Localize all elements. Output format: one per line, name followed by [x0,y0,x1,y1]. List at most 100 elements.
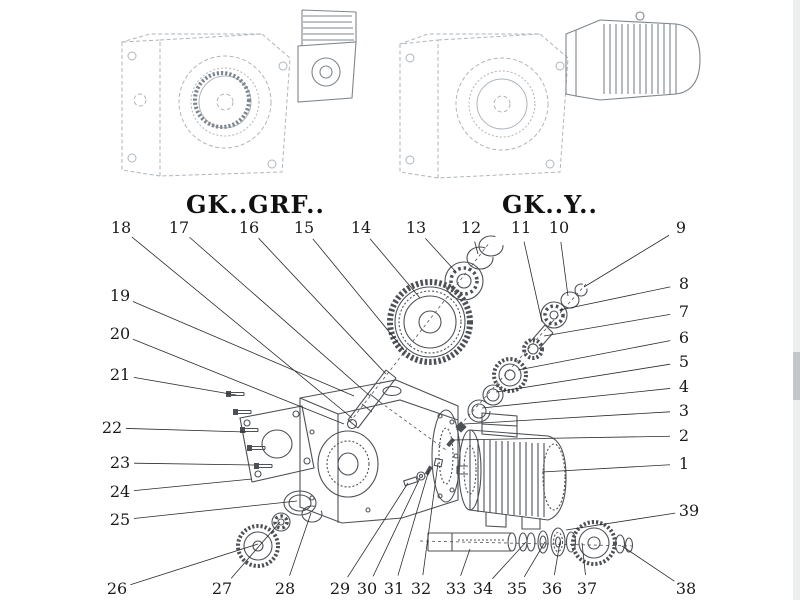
part-number-30: 30 [356,579,378,598]
leader-line-14 [370,239,420,298]
part-number-9: 9 [675,218,687,237]
part-number-21: 21 [109,365,131,384]
part-number-3: 3 [678,401,690,420]
leader-line-30 [373,478,420,576]
scrollbar-track[interactable] [793,0,800,600]
leader-line-18 [132,237,352,418]
part-number-8: 8 [678,274,690,293]
pinion-shaft [348,370,397,429]
leader-line-20 [133,339,344,424]
leader-line-27 [231,522,280,578]
leader-line-26 [130,544,258,585]
scrollbar-thumb[interactable] [793,352,800,400]
part-number-13: 13 [405,218,427,237]
leader-line-31 [398,470,429,576]
axis-line-input-shaft [455,284,586,431]
main-bearing [445,262,483,300]
leader-line-16 [259,238,386,374]
leader-line-34 [492,542,526,579]
model-label-gk-grf: GK..GRF.. [186,190,325,219]
output-shaft-assembly [428,522,633,564]
leader-line-12 [475,242,478,254]
y-motor [566,12,700,100]
leader-line-38 [622,546,674,581]
model-label-gk-y: GK..Y.. [502,190,598,219]
leader-line-32 [423,463,438,575]
leader-line-35 [524,542,545,577]
part-number-16: 16 [238,218,260,237]
part-number-36: 36 [541,579,563,598]
part-number-35: 35 [506,579,528,598]
leader-line-10 [561,242,568,296]
leader-line-15 [313,239,404,350]
leader-line-33 [461,549,470,576]
part-number-34: 34 [472,579,494,598]
grf-input-adapter [298,10,356,102]
leader-line-6 [518,341,670,370]
leader-line-28 [290,513,311,576]
part-number-25: 25 [109,510,131,529]
part-number-19: 19 [109,286,131,305]
part-number-31: 31 [383,579,405,598]
part-number-11: 11 [510,218,532,237]
part-number-18: 18 [110,218,132,237]
snap-ring [467,247,493,269]
part-number-38: 38 [675,579,697,598]
cover-plate [240,406,314,482]
part-number-20: 20 [109,324,131,343]
leader-line-22 [126,428,246,432]
part-number-14: 14 [350,218,372,237]
part-number-6: 6 [678,328,690,347]
exploded-view-drawing [226,236,634,566]
cover-bolts [226,391,272,469]
axis-line-main-gear [350,242,490,422]
leader-line-36 [554,542,560,575]
leader-line-39 [566,513,675,530]
input-shaft-parts [455,284,587,433]
motor [446,413,566,529]
part-number-26: 26 [106,579,128,598]
part-number-2: 2 [678,426,690,445]
part-number-12: 12 [460,218,482,237]
leader-line-24 [134,479,252,491]
leader-line-23 [134,463,254,465]
part-number-39: 39 [678,501,700,520]
part-number-10: 10 [548,218,570,237]
leader-line-9 [584,235,669,287]
part-number-32: 32 [410,579,432,598]
leader-line-7 [544,314,670,336]
part-number-15: 15 [293,218,315,237]
part-number-17: 17 [168,218,190,237]
leader-line-29 [348,483,408,577]
part-number-23: 23 [109,453,131,472]
part-number-1: 1 [678,454,690,473]
part-number-27: 27 [211,579,233,598]
part-number-24: 24 [109,482,131,501]
leader-line-13 [425,238,456,272]
part-number-5: 5 [678,352,690,371]
leader-line-3 [464,412,670,424]
gearbox-grf-drawing [122,10,356,176]
leader-line-4 [482,388,670,408]
leader-line-21 [134,377,236,395]
part-number-33: 33 [445,579,467,598]
leader-line-8 [560,287,670,310]
leader-line-11 [524,242,542,322]
leader-line-37 [582,543,585,575]
part-number-7: 7 [678,302,690,321]
part-number-29: 29 [329,579,351,598]
main-gear [390,282,470,362]
leader-line-5 [496,364,670,392]
part-number-22: 22 [101,418,123,437]
gearbox-y-drawing [400,12,700,178]
leader-line-17 [190,237,370,396]
leader-line-1 [542,465,670,472]
snap-ring-2 [479,236,503,256]
part-number-37: 37 [576,579,598,598]
leader-line-19 [133,302,354,396]
leader-lines [126,235,675,584]
leader-line-25 [134,501,297,519]
part-number-4: 4 [678,377,690,396]
